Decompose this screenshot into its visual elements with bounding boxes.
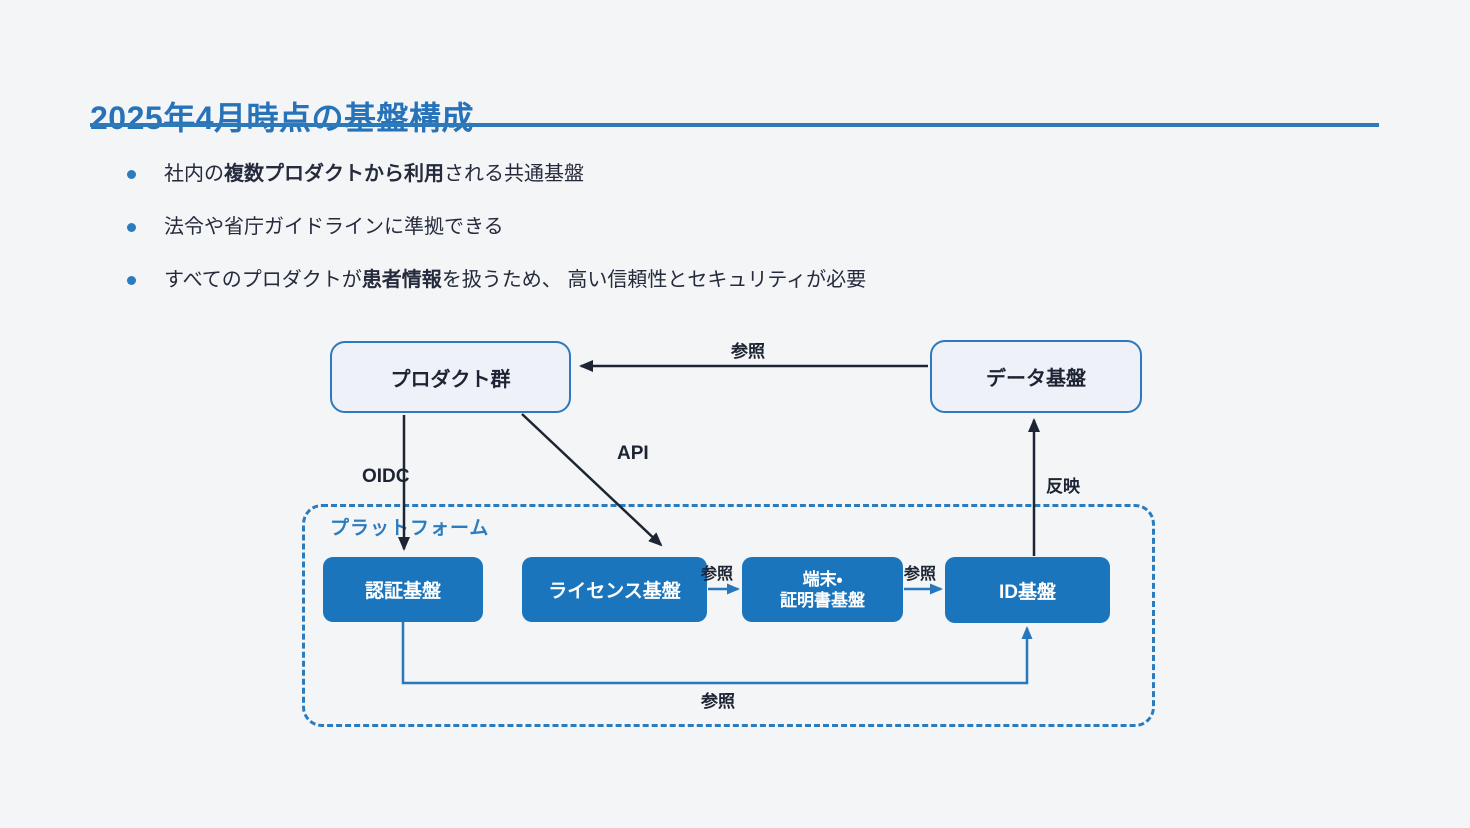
page-title: 2025年4月時点の基盤構成 <box>90 100 474 137</box>
bullet-text: すべてのプロダクトが患者情報を扱うため、 高い信頼性とセキュリティが必要 <box>164 269 867 291</box>
edge-label-api: API <box>617 443 649 464</box>
bullet-dot-icon <box>127 170 136 179</box>
node-id-platform: ID基盤 <box>945 557 1110 623</box>
edge-label-reflect: 反映 <box>1046 477 1080 496</box>
platform-group-container <box>302 504 1155 727</box>
node-license-platform: ライセンス基盤 <box>522 557 707 622</box>
title-underline <box>90 123 1379 127</box>
bullet-item: 法令や省庁ガイドラインに準拠できる <box>127 213 866 241</box>
edge-label-oidc: OIDC <box>362 466 410 487</box>
platform-group-label: プラットフォーム <box>330 518 490 539</box>
bullet-text: 法令や省庁ガイドラインに準拠できる <box>164 216 504 238</box>
edge-label-reference-top: 参照 <box>731 342 765 361</box>
edge-label-reference-device-id: 参照 <box>903 566 936 583</box>
device-cert-line2: 証明書基盤 <box>780 590 865 610</box>
node-products: プロダクト群 <box>330 341 571 413</box>
bullet-item: すべてのプロダクトが患者情報を扱うため、 高い信頼性とセキュリティが必要 <box>127 266 866 294</box>
bullet-text: 社内の複数プロダクトから利用される共通基盤 <box>164 163 584 185</box>
node-data-platform: データ基盤 <box>930 340 1142 413</box>
device-cert-line1: 端末・ <box>802 569 843 589</box>
node-auth-platform: 認証基盤 <box>323 557 483 622</box>
bullet-dot-icon <box>127 276 136 285</box>
edge-label-reference-license-device: 参照 <box>700 566 733 583</box>
edge-label-reference-bottom: 参照 <box>701 692 735 711</box>
bullet-item: 社内の複数プロダクトから利用される共通基盤 <box>127 160 866 188</box>
bullet-dot-icon <box>127 223 136 232</box>
bullet-list: 社内の複数プロダクトから利用される共通基盤 法令や省庁ガイドラインに準拠できる … <box>127 160 866 319</box>
node-device-cert-platform: 端末・ 証明書基盤 <box>742 557 903 622</box>
